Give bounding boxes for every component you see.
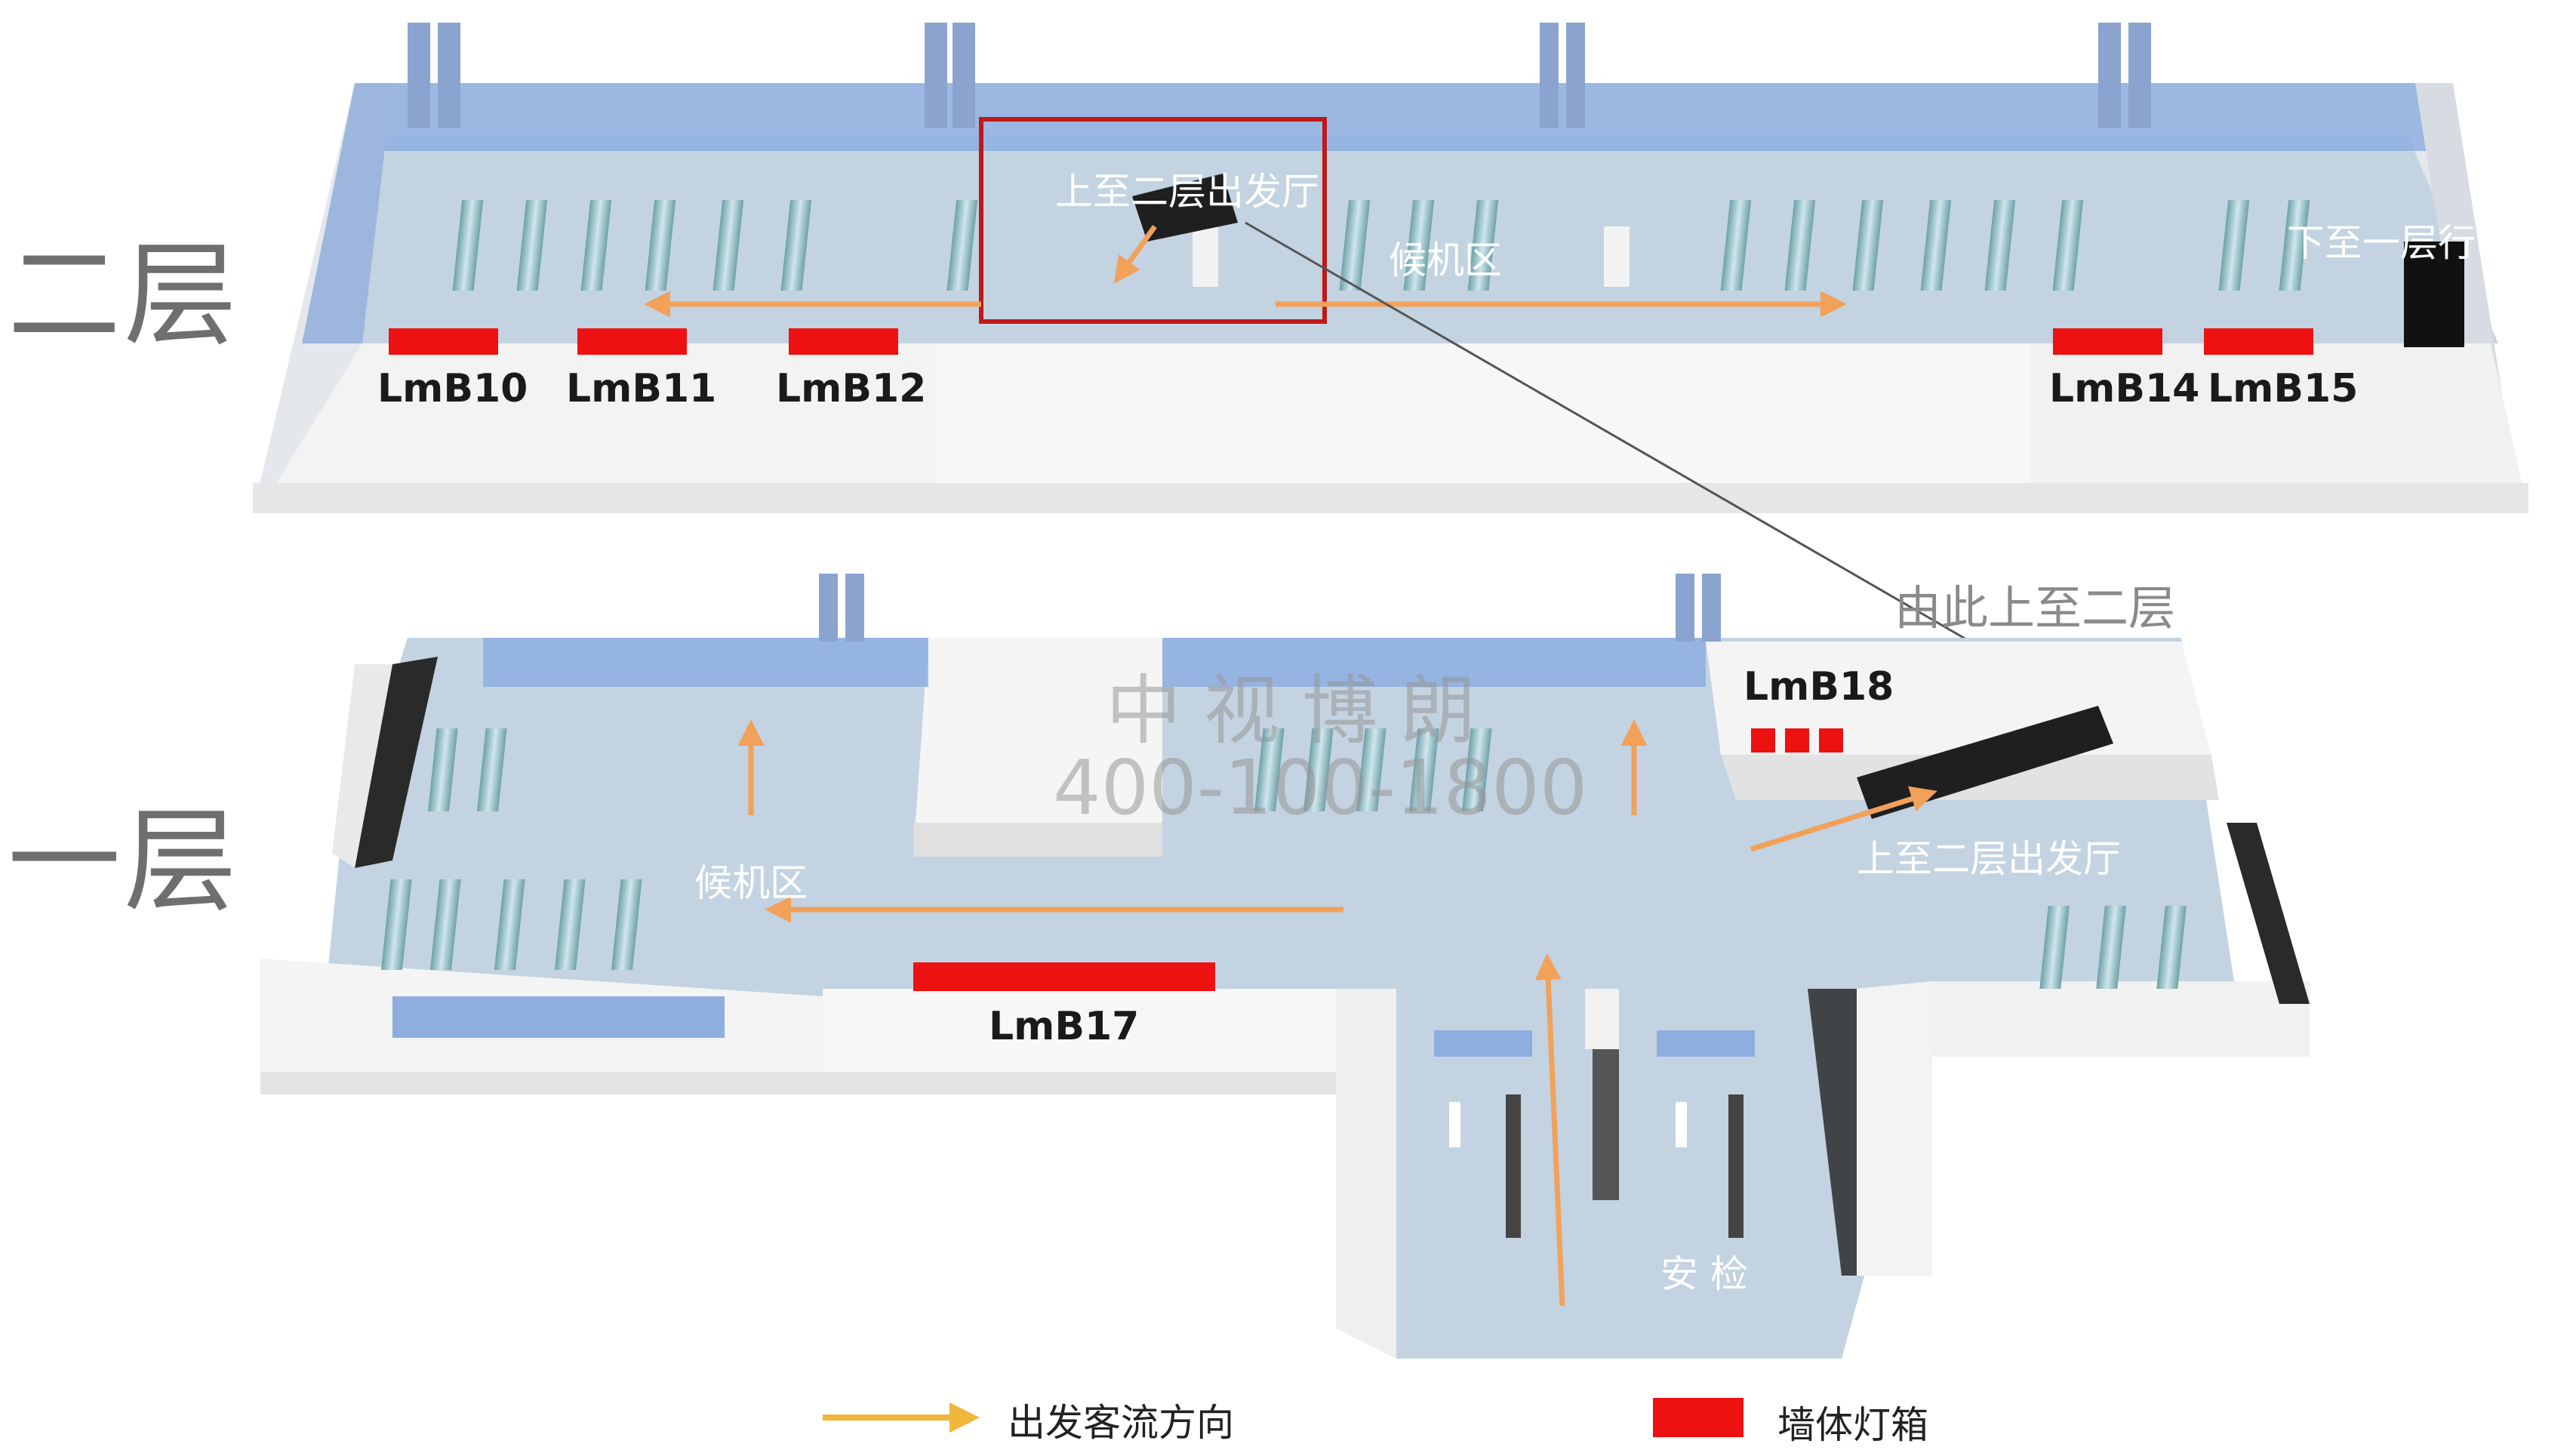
lower-center-block-edge xyxy=(913,823,1162,857)
legend-lightbox-label: 墙体灯箱 xyxy=(1777,1403,1928,1447)
upper-back-glass xyxy=(355,83,2445,151)
upper-seat-rows xyxy=(452,200,2310,291)
lightbox-lmb17 xyxy=(913,962,1215,991)
lightbox-lmb18 xyxy=(1751,728,1843,753)
watermark-phone: 400-100-1800 xyxy=(1053,743,1588,832)
upper-lightboxes xyxy=(389,328,2313,355)
lightbox-lmb12 xyxy=(789,328,898,355)
lower-corridor-right-face xyxy=(1857,981,1932,1276)
upper-stair-label: 上至二层出发厅 xyxy=(1055,170,1319,214)
upper-columns xyxy=(408,23,2151,128)
floor-title-upper: 二层 xyxy=(8,230,241,362)
upper-front-wall-right xyxy=(2030,343,2528,513)
upper-down-elevator xyxy=(2404,242,2464,347)
upper-pillar xyxy=(1604,226,1630,287)
upper-slab-edge xyxy=(253,483,2528,513)
escalator-highlight-box xyxy=(979,117,1327,324)
lmb15-label: LmB15 xyxy=(2208,366,2359,411)
watermark-name: 中视博朗 xyxy=(1106,666,1498,755)
upper-escalator xyxy=(1132,174,1238,242)
lmb17-label: LmB17 xyxy=(989,1004,1140,1049)
lower-seat-rows xyxy=(380,728,2187,989)
lower-right-wing xyxy=(1932,981,2310,1057)
lightbox-lmb15 xyxy=(2204,328,2313,355)
upper-flow-arrows xyxy=(644,224,1847,318)
lower-wall-strip xyxy=(260,1072,1381,1094)
lower-stair-label: 上至二层出发厅 xyxy=(1857,837,2121,881)
lower-left-wall-face xyxy=(332,664,392,868)
lower-front-glass xyxy=(392,996,725,1038)
lower-flow-arrows xyxy=(737,719,1937,1307)
upper-front-wall-left xyxy=(253,343,936,513)
lmb11-label: LmB11 xyxy=(566,366,717,411)
upper-front-wall-mid xyxy=(936,343,2030,513)
lower-center-block xyxy=(913,638,1162,853)
legend-lightbox-swatch xyxy=(1653,1398,1743,1437)
lightbox-lmb14 xyxy=(2053,328,2162,355)
upper-down-label: 下至一层行 xyxy=(2287,221,2476,265)
lower-back-glass-right xyxy=(1162,638,1706,687)
lower-floor xyxy=(260,574,2310,1359)
floor-connector-line xyxy=(1245,221,2099,717)
lower-corridor-left-wall xyxy=(1336,989,1396,1359)
lmb14-label: LmB14 xyxy=(2049,366,2200,411)
upper-left-glass xyxy=(302,83,392,343)
security-label: 安 检 xyxy=(1660,1252,1748,1296)
lmb10-label: LmB10 xyxy=(377,366,528,411)
lower-waiting-label: 候机区 xyxy=(694,861,808,905)
lower-back-glass xyxy=(483,638,928,687)
lightbox-lmb11 xyxy=(577,328,687,355)
legend-flow-label: 出发客流方向 xyxy=(1008,1401,1234,1445)
lightbox-lmb10 xyxy=(389,328,498,355)
lmb12-label: LmB12 xyxy=(776,366,927,411)
up-here-annotation: 由此上至二层 xyxy=(1894,580,2176,636)
lower-columns xyxy=(819,574,1721,642)
lmb18-label: LmB18 xyxy=(1743,664,1894,710)
lower-left-wall xyxy=(355,657,438,868)
floor-title-lower: 一层 xyxy=(8,796,241,928)
upper-pillar xyxy=(1193,226,1218,287)
security-lanes xyxy=(1434,989,1755,1238)
legend xyxy=(823,1398,1743,1437)
lower-right-dark-wall xyxy=(2227,823,2310,1004)
upper-floor xyxy=(253,23,2528,513)
upper-waiting-label: 候机区 xyxy=(1389,239,1502,282)
lower-front-wall-mid xyxy=(823,989,1381,1094)
